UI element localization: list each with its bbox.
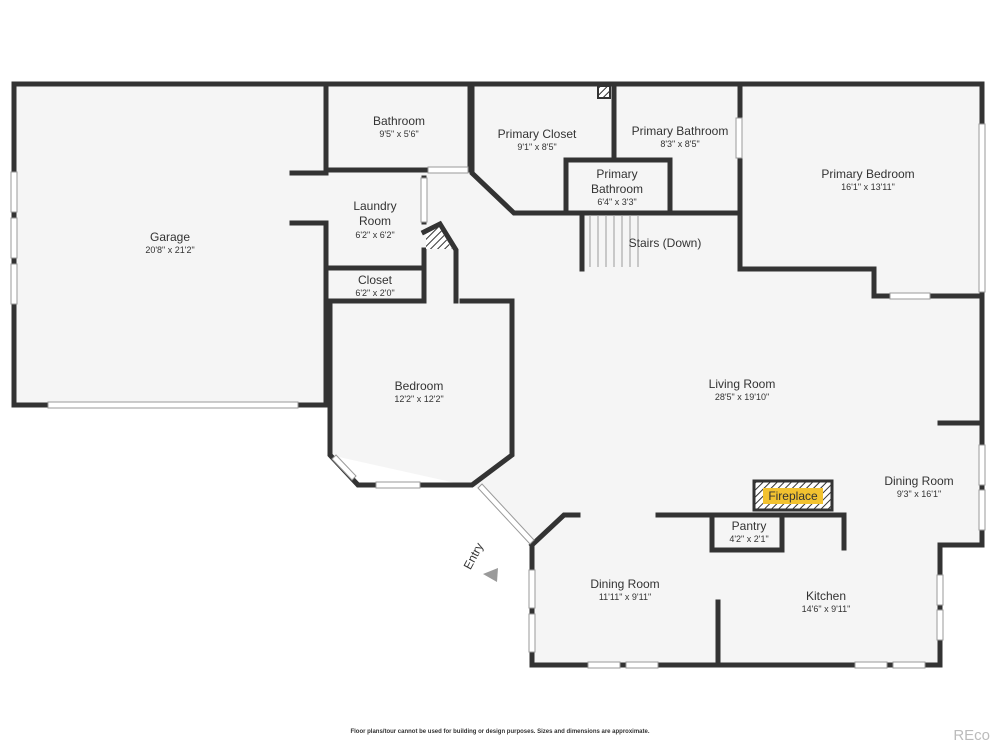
chase-hatch	[426, 227, 452, 249]
windows	[10, 117, 986, 669]
closet-name: Closet	[358, 273, 393, 287]
living-room-name: Living Room	[709, 377, 776, 391]
garage-dim: 20'8" x 21'2"	[145, 245, 194, 255]
kitchen-name: Kitchen	[806, 589, 846, 603]
primary-bathroom-small-name-1: Primary	[596, 167, 637, 181]
primary-bedroom-dim: 16'1" x 13'11"	[841, 182, 895, 192]
laundry-dim: 6'2" x 6'2"	[355, 230, 394, 240]
dining-room-right-name: Dining Room	[884, 474, 953, 488]
fireplace	[752, 479, 834, 512]
bathroom-name: Bathroom	[373, 114, 425, 128]
laundry-name-2: Room	[359, 214, 391, 228]
entry-label: Entry	[461, 540, 487, 571]
bathroom-dim: 9'5" x 5'6"	[379, 129, 418, 139]
dining-room-left-name: Dining Room	[590, 577, 659, 591]
kitchen-dim: 14'6" x 9'11"	[802, 604, 851, 614]
closet-dim: 6'2" x 2'0"	[355, 288, 394, 298]
living-room-dim: 28'5" x 19'10"	[715, 392, 769, 402]
stairs-name: Stairs (Down)	[629, 236, 702, 250]
disclaimer: Floor plans/tour cannot be used for buil…	[350, 729, 650, 735]
garage-name: Garage	[150, 230, 190, 244]
primary-bedroom-name: Primary Bedroom	[821, 167, 914, 181]
primary-closet-dim: 9'1" x 8'5"	[517, 142, 556, 152]
bedroom-name: Bedroom	[395, 379, 444, 393]
primary-bathroom-dim: 8'3" x 8'5"	[660, 139, 699, 149]
pantry-dim: 4'2" x 2'1"	[729, 534, 768, 544]
laundry-name-1: Laundry	[353, 199, 396, 213]
dining-room-left-dim: 11'11" x 9'11"	[599, 592, 651, 602]
fireplace-label: Fireplace	[768, 489, 818, 503]
bedroom-dim: 12'2" x 12'2"	[394, 394, 443, 404]
brand-logo: REco	[953, 727, 990, 744]
primary-bathroom-small-name-2: Bathroom	[591, 182, 643, 196]
pantry-name: Pantry	[732, 519, 767, 533]
entry-door	[477, 483, 535, 545]
dining-room-right-dim: 9'3" x 16'1"	[897, 489, 941, 499]
primary-bathroom-small-dim: 6'4" x 3'3"	[597, 197, 636, 207]
primary-closet-name: Primary Closet	[498, 127, 577, 141]
primary-bathroom-name: Primary Bathroom	[632, 124, 729, 138]
entry-arrow-icon	[483, 568, 498, 582]
interior-walls	[289, 81, 985, 668]
stairs	[589, 215, 639, 267]
